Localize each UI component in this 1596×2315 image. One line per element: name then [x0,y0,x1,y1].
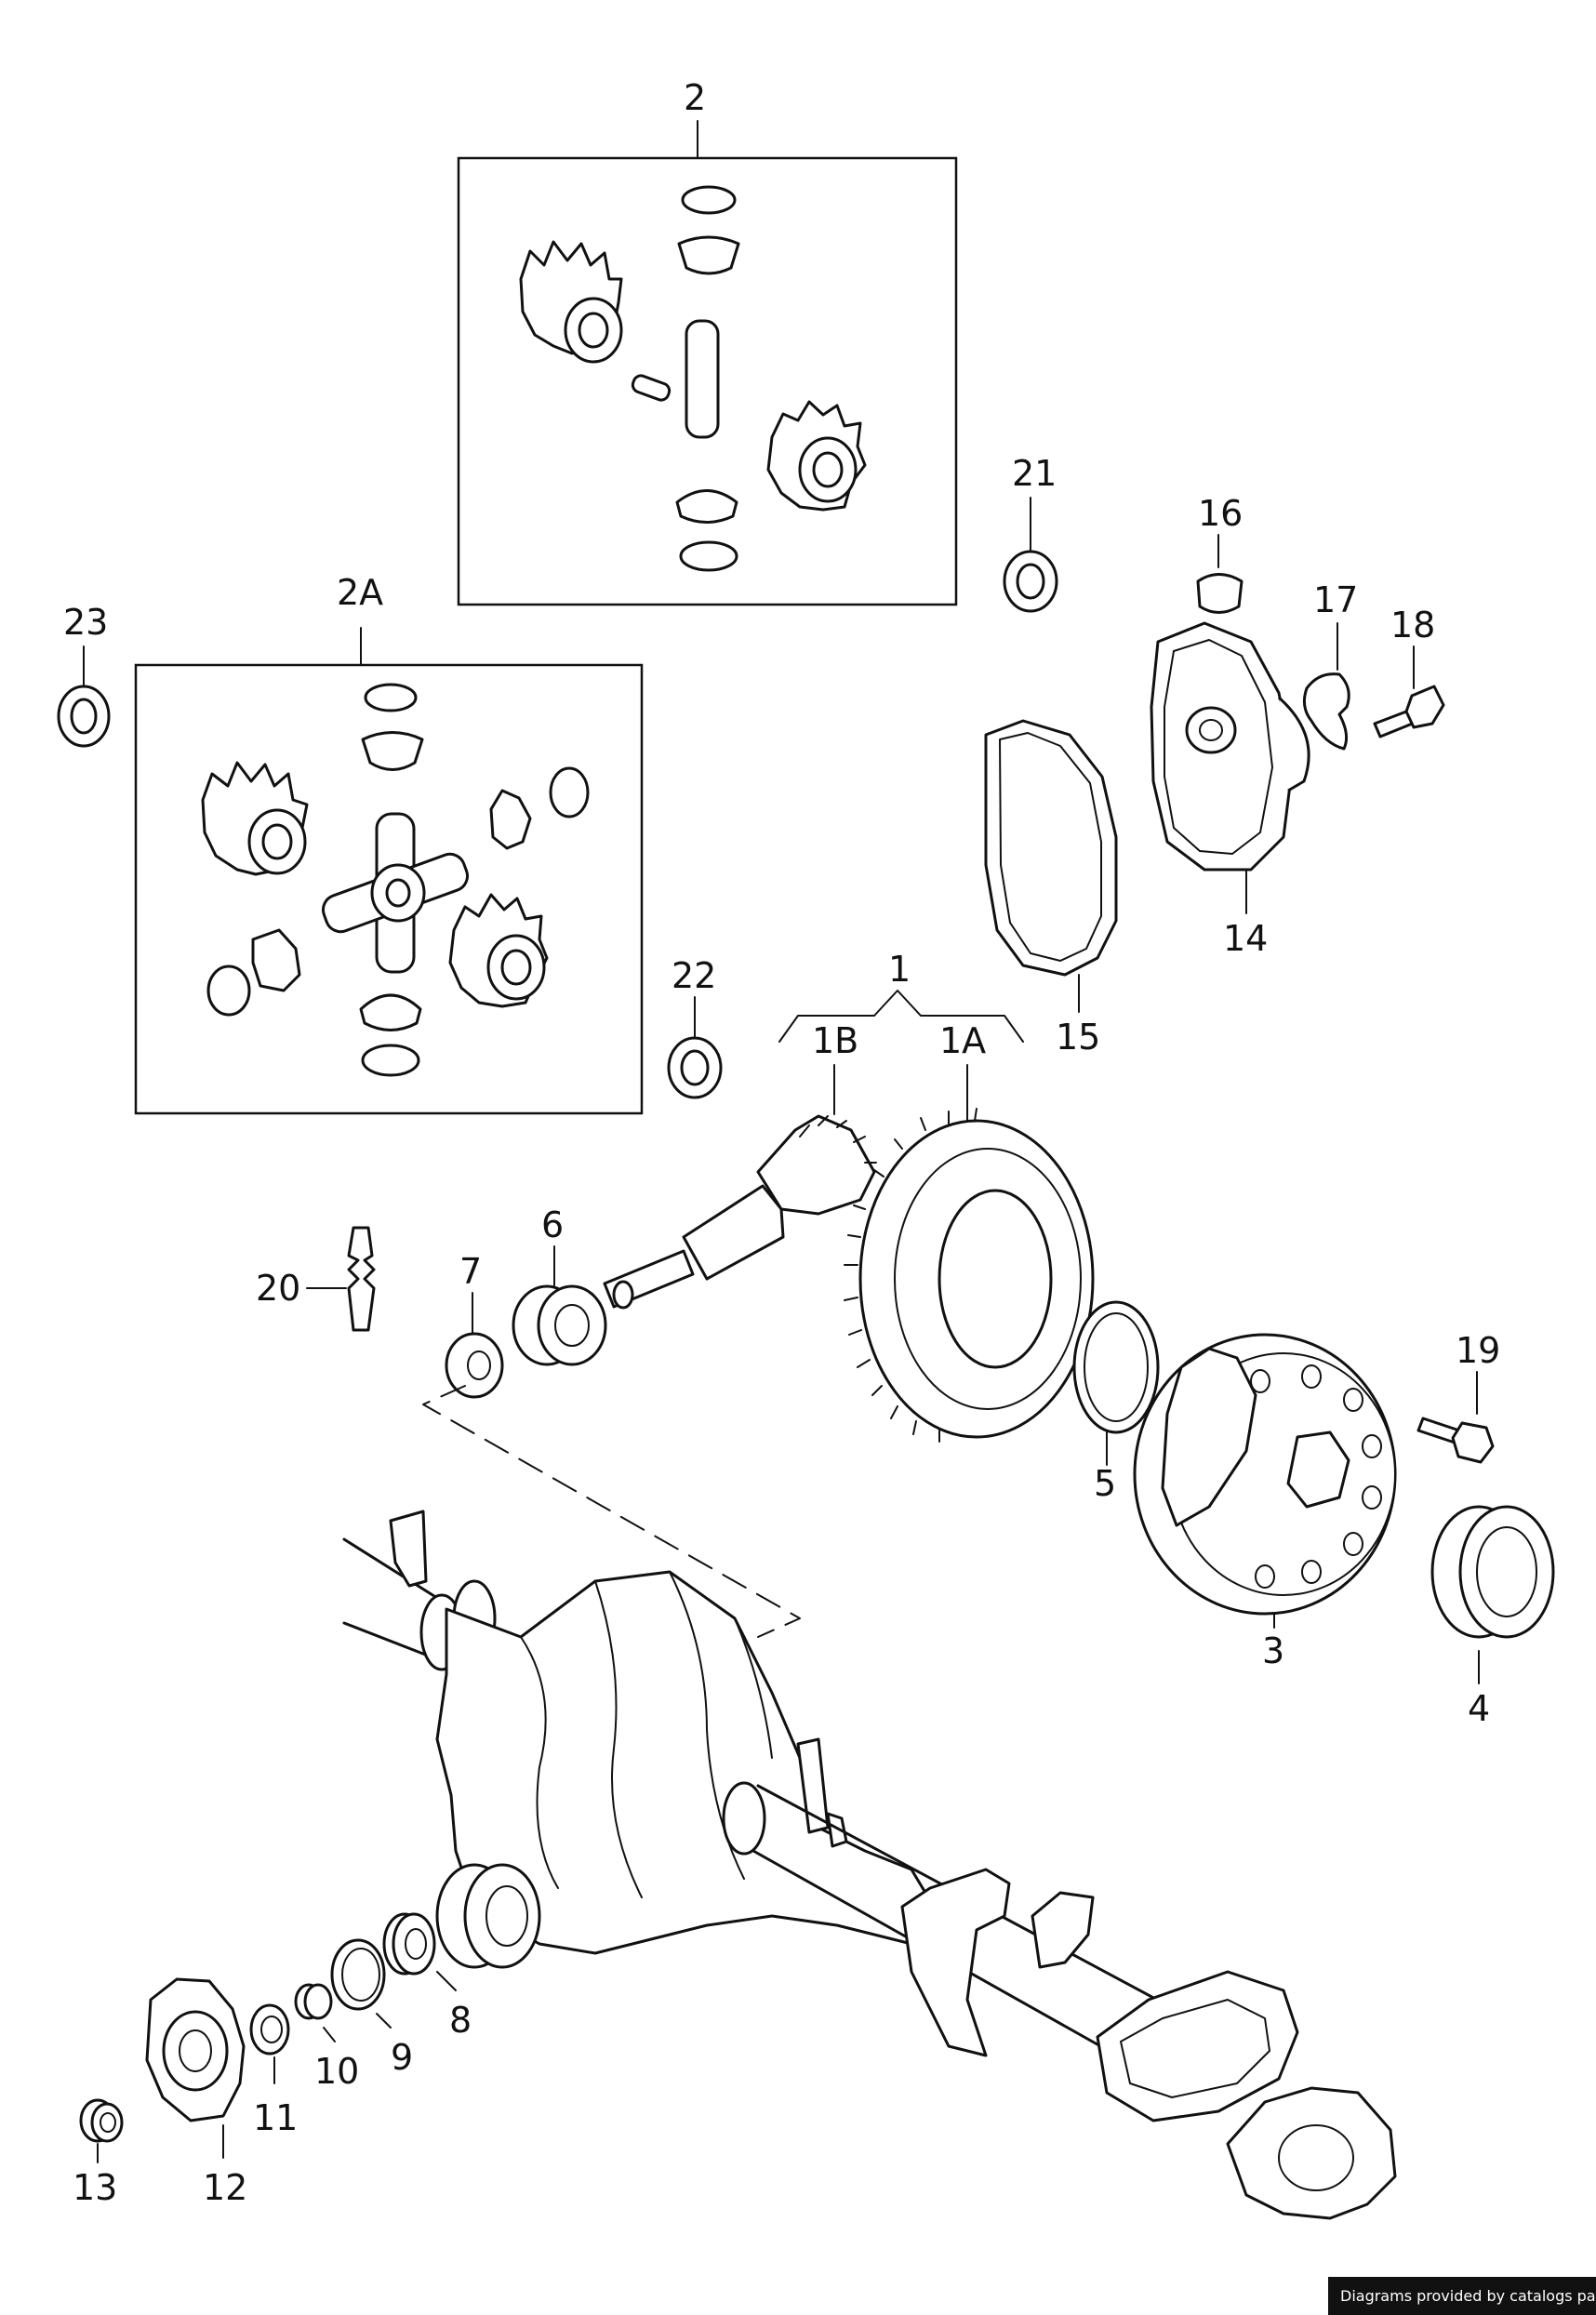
label-5: 5 [1094,1463,1116,1504]
side-gear-right [766,400,867,512]
thrust-washer-top [681,185,737,215]
label-19: 19 [1456,1330,1500,1371]
pinion-gear-top-2A [361,731,424,771]
side-gear-left [519,240,623,364]
seal-7: 7 [445,1251,504,1399]
seal-11: 11 [249,2003,298,2138]
plug-16: 16 [1196,493,1244,614]
spider-cross [321,812,470,974]
seal-21: 21 [1003,453,1058,613]
pinion-gear-bottom [675,489,738,524]
bearing-10: 10 [294,1983,359,2092]
label-21: 21 [1012,453,1057,494]
label-11: 11 [253,2097,298,2138]
bolt-19: 19 [1416,1330,1500,1464]
label-4: 4 [1468,1688,1490,1729]
washer-left-2A [206,965,251,1017]
label-7: 7 [459,1251,482,1292]
label-15: 15 [1056,1017,1100,1058]
bearing-8: 8 [382,1912,472,2041]
side-gear-left-2A [201,761,309,876]
bracket-17: 17 [1302,579,1358,751]
spider-gear-right [489,789,532,850]
differential-carrier-3: 3 [1133,1333,1397,1671]
thrust-washer-bottom [679,540,738,572]
label-9: 9 [391,2037,413,2078]
group-1-bracket: 1 1B 1A [778,949,1024,1145]
label-12: 12 [203,2167,247,2208]
pinion-gear-bottom-2A [359,993,422,1031]
label-23: 23 [63,602,108,643]
bearing-4: 4 [1430,1505,1555,1729]
label-1: 1 [888,949,911,990]
label-17: 17 [1313,579,1358,620]
nut-13: 13 [73,2098,124,2208]
gasket-15: 15 [984,719,1118,1058]
lock-pin [631,374,672,402]
flange-12: 12 [145,1977,247,2208]
label-6: 6 [541,1204,564,1245]
label-16: 16 [1198,493,1243,534]
drive-pinion-1B [603,1114,877,1310]
label-14: 14 [1223,918,1268,959]
ring-gear-1A [844,1108,1095,1443]
credit-text: Diagrams provided by catalogs parts [1340,2287,1596,2305]
spider-gear-left [251,928,301,992]
kit-2A-box: 2A [134,572,644,1115]
pinion-gear-top [677,235,740,275]
label-2: 2 [684,77,706,118]
seal-22: 22 [667,955,723,1099]
label-18: 18 [1390,605,1435,645]
label-13: 13 [73,2167,117,2208]
differential-cover-14: 14 [1150,621,1310,959]
washer-right-2A [549,766,590,818]
label-20: 20 [256,1268,300,1309]
label-10: 10 [314,2051,359,2092]
seal-23: 23 [57,602,111,748]
vent-20: 20 [256,1226,376,1332]
seal-9: 9 [330,1938,413,2078]
axle-housing [342,1385,1397,2220]
bolt-18: 18 [1373,605,1445,738]
label-8: 8 [449,2000,472,2041]
label-1B: 1B [812,1020,858,1061]
side-gear-right-2A [448,893,549,1008]
label-1A: 1A [939,1020,986,1061]
kit-2-box: 2 [457,77,958,606]
label-2A: 2A [337,572,383,613]
cross-pin [685,319,720,439]
thrust-washer-top-2A [364,683,418,712]
thrust-washer-bottom-2A [361,1044,420,1077]
label-3: 3 [1262,1630,1284,1671]
label-22: 22 [672,955,716,996]
shim-5: 5 [1072,1300,1160,1504]
credit-badge: Diagrams provided by catalogs parts [1328,2277,1596,2315]
bearing-6: 6 [512,1204,607,1366]
